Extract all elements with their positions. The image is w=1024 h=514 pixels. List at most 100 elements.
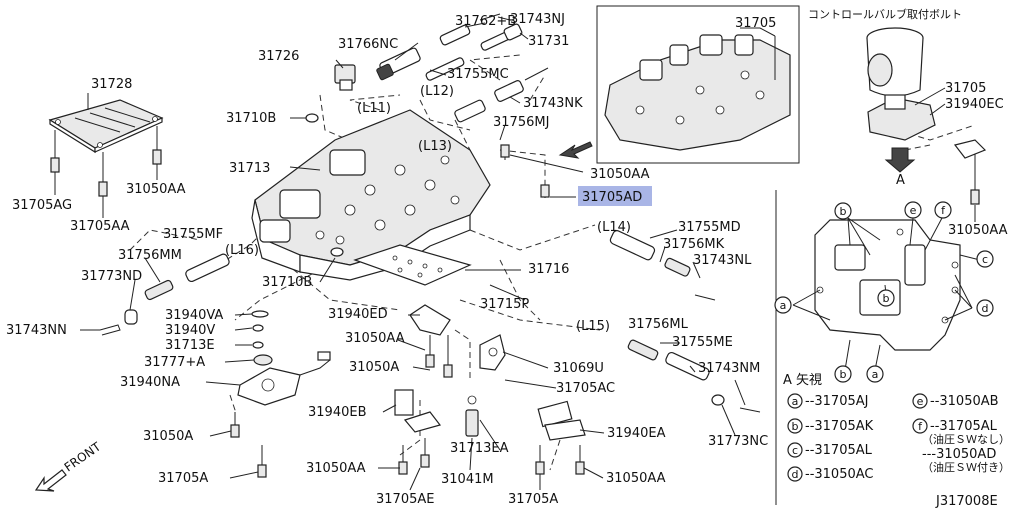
highlight-31705AD — [578, 186, 652, 206]
label-31731[interactable]: 31731 — [528, 34, 569, 49]
diagram-code: J317008E — [935, 494, 998, 509]
label-31743NN[interactable]: 31743NN — [6, 323, 67, 338]
label-31705AA[interactable]: 31705AA — [70, 219, 130, 234]
part-labels: 31762+B 31743NJ 31766NC 31731 31705 3172… — [6, 12, 776, 507]
label-31726[interactable]: 31726 — [258, 49, 299, 64]
label-31050AA-d[interactable]: 31050AA — [306, 461, 366, 476]
label-31755MF[interactable]: 31755MF — [163, 227, 223, 242]
inset-marker-letter: f — [941, 204, 946, 217]
inset-marker-circle — [934, 201, 952, 219]
label-31940V[interactable]: 31940V — [165, 323, 215, 338]
label-31710B[interactable]: 31710B — [226, 111, 276, 126]
inset-view-title: A 矢視 — [783, 373, 822, 388]
label-31762B[interactable]: 31762+B — [455, 14, 516, 29]
cover-plate-31728 — [48, 99, 164, 197]
label-31705AG[interactable]: 31705AG — [12, 198, 72, 213]
label-31756MM[interactable]: 31756MM — [118, 248, 182, 263]
legend-part: --31705AL — [930, 419, 998, 434]
line-codes: (L11) (L12) (L13) (L14) (L15) (L16) — [225, 84, 631, 334]
label-31069U[interactable]: 31069U — [553, 361, 604, 376]
label-31755MD[interactable]: 31755MD — [678, 220, 741, 235]
line-code-l12: (L12) — [420, 84, 454, 99]
label-31705A-a[interactable]: 31705A — [158, 471, 208, 486]
label-31050AA-b[interactable]: 31050AA — [126, 182, 186, 197]
legend-code: c — [792, 444, 798, 457]
label-31940ED[interactable]: 31940ED — [328, 307, 388, 322]
label-31940EA[interactable]: 31940EA — [607, 426, 666, 441]
line-code-l16: (L16) — [225, 243, 259, 258]
inset-marker-circle — [834, 365, 852, 383]
legend-alt-part: ---31050AD — [922, 447, 996, 462]
legend-marker-circle — [787, 393, 803, 409]
legend-part: --31050AC — [805, 467, 873, 482]
label-31715P[interactable]: 31715P — [480, 297, 529, 312]
label-31713[interactable]: 31713 — [229, 161, 270, 176]
label-31756MJ[interactable]: 31756MJ — [493, 115, 549, 130]
inset-marker-letter: b — [840, 205, 847, 218]
inset-marker-circle — [976, 250, 994, 268]
label-31756ML[interactable]: 31756ML — [628, 317, 689, 332]
legend-note: （油圧ＳＷなし） — [922, 432, 1010, 446]
label-31041M[interactable]: 31041M — [441, 472, 494, 487]
label-31755MC[interactable]: 31755MC — [447, 67, 509, 82]
label-31050AA-c[interactable]: 31050AA — [345, 331, 405, 346]
legend-code: f — [918, 420, 923, 433]
label-31743NJ[interactable]: 31743NJ — [510, 12, 565, 27]
label-31743NL[interactable]: 31743NL — [693, 253, 752, 268]
label-31766NC[interactable]: 31766NC — [338, 37, 398, 52]
label-31755ME[interactable]: 31755ME — [672, 335, 733, 350]
label-31716[interactable]: 31716 — [528, 262, 569, 277]
label-31940VA[interactable]: 31940VA — [165, 308, 223, 323]
label-31705AD[interactable]: 31705AD — [582, 190, 642, 205]
label-31705A-b[interactable]: 31705A — [508, 492, 558, 507]
legend-part: --31705AK — [805, 419, 874, 434]
legend-alt-note: （油圧ＳＷ付き） — [922, 460, 1010, 474]
separator-plate-31716 — [353, 244, 472, 286]
label-31940NA[interactable]: 31940NA — [120, 375, 180, 390]
inset-marker-circle — [976, 299, 994, 317]
inset-frame-valve-body — [596, 5, 800, 164]
inset-title-jp: コントロールバルブ取付ボルト — [808, 7, 962, 21]
line-code-l14: (L14) — [597, 220, 631, 235]
line-code-l11: (L11) — [357, 101, 391, 116]
label-31773NC[interactable]: 31773NC — [708, 434, 768, 449]
inset-marker-circle — [877, 289, 895, 307]
spools-left — [99, 113, 344, 336]
legend-part: --31050AB — [930, 394, 999, 409]
label-31728[interactable]: 31728 — [91, 77, 132, 92]
label-31710B-b[interactable]: 31710B — [262, 275, 312, 290]
label-31713EA[interactable]: 31713EA — [450, 441, 509, 456]
label-31050A-a[interactable]: 31050A — [349, 360, 399, 375]
label-31773ND[interactable]: 31773ND — [81, 269, 142, 284]
label-31743NM[interactable]: 31743NM — [698, 361, 760, 376]
label-31743NK[interactable]: 31743NK — [523, 96, 583, 111]
legend-marker-circle — [912, 418, 928, 434]
label-31705[interactable]: 31705 — [735, 16, 776, 31]
lower-components — [230, 144, 586, 478]
label-31940EB[interactable]: 31940EB — [308, 405, 367, 420]
spools-right — [609, 230, 761, 413]
label-31705AC[interactable]: 31705AC — [556, 381, 615, 396]
inset-marker-circle — [866, 365, 884, 383]
label-31705AE[interactable]: 31705AE — [376, 492, 434, 507]
legend-marker-circle — [787, 466, 803, 482]
inset-marker-circle — [904, 201, 922, 219]
label-31713E[interactable]: 31713E — [165, 338, 215, 353]
inset-labels: コントロールバルブ取付ボルト 31705 31940EC 31050AA A A… — [783, 7, 1008, 509]
label-31756MK[interactable]: 31756MK — [663, 237, 725, 252]
label-31050AA-e[interactable]: 31050AA — [606, 471, 666, 486]
label-31050AA-a[interactable]: 31050AA — [590, 167, 650, 182]
label-31050A-b[interactable]: 31050A — [143, 429, 193, 444]
inset-label-31940EC[interactable]: 31940EC — [945, 97, 1004, 112]
front-label: FRONT — [62, 439, 104, 474]
legend-code: b — [792, 420, 799, 433]
inset-marker-letter: b — [883, 292, 890, 305]
front-arrow-icon — [34, 469, 67, 492]
label-31777A[interactable]: 31777+A — [144, 355, 205, 370]
inset-label-31050AA[interactable]: 31050AA — [948, 223, 1008, 238]
line-code-l13: (L13) — [418, 139, 452, 154]
inset-valve-body-31705 — [604, 27, 791, 151]
inset-label-31705[interactable]: 31705 — [945, 81, 986, 96]
